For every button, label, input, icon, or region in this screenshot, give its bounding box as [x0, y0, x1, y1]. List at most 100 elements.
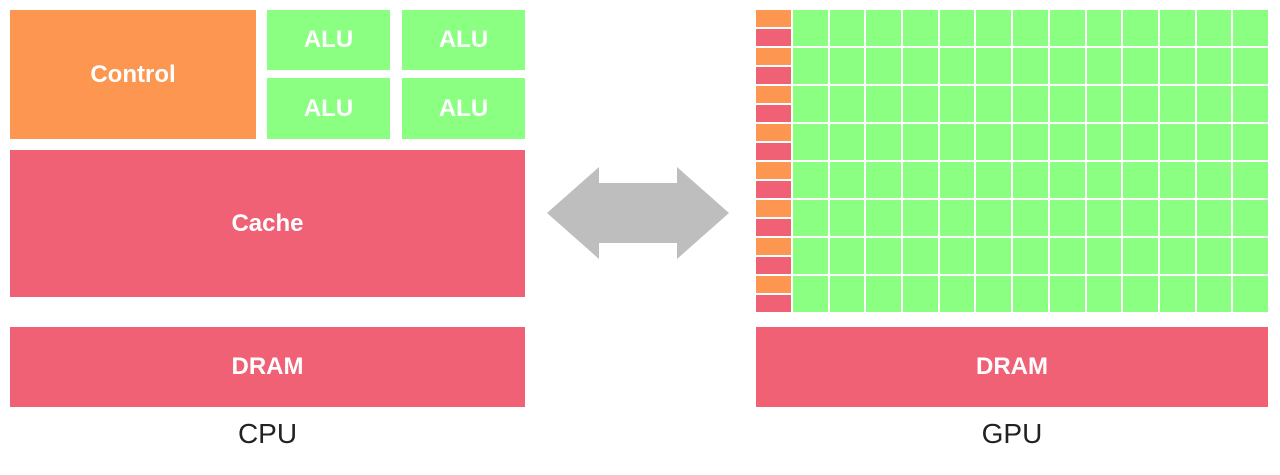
- gpu-alu-cell: [1233, 162, 1268, 198]
- gpu-alu-cell: [1123, 238, 1158, 274]
- gpu-alu-cell: [1013, 276, 1048, 312]
- gpu-alu-cell: [903, 276, 938, 312]
- gpu-alu-cell: [939, 162, 975, 198]
- gpu-alu-cell: [1159, 162, 1195, 198]
- gpu-alu-cell: [1233, 86, 1268, 122]
- gpu-alu-cell: [1233, 276, 1268, 312]
- gpu-alu-cell: [939, 276, 975, 312]
- gpu-alu-cell: [1123, 162, 1158, 198]
- gpu-alu-cell: [866, 162, 902, 198]
- gpu-alu-cell: [1013, 86, 1048, 122]
- gpu-alu-cell: [1013, 124, 1048, 160]
- cpu-cache-block: Cache: [10, 150, 525, 297]
- gpu-alu-cell: [1159, 48, 1195, 84]
- gpu-cache-cell: [756, 219, 791, 236]
- gpu-alu-cell: [793, 162, 828, 198]
- cpu-alu-label: ALU: [438, 94, 489, 122]
- gpu-alu-cell: [829, 200, 865, 236]
- gpu-alu-cell: [1086, 162, 1122, 198]
- gpu-alu-cell: [1233, 10, 1268, 46]
- gpu-alu-cell: [976, 162, 1012, 198]
- gpu-alu-cell: [1123, 276, 1158, 312]
- gpu-alu-cell: [1049, 200, 1085, 236]
- gpu-alu-cell: [866, 276, 902, 312]
- gpu-alu-cell: [1086, 48, 1122, 84]
- gpu-caption: GPU: [981, 418, 1043, 449]
- gpu-control-cell: [756, 200, 791, 217]
- gpu-alu-cell: [793, 276, 828, 312]
- gpu-control-cell: [756, 86, 791, 103]
- gpu-alu-cell: [1159, 86, 1195, 122]
- cpu-alu-block: ALU: [267, 10, 390, 70]
- gpu-alu-cell: [866, 86, 902, 122]
- gpu-control-cell: [756, 162, 791, 179]
- gpu-alu-cell: [1013, 238, 1048, 274]
- gpu-cache-cell: [756, 181, 791, 198]
- cpu-dram-block: DRAM: [10, 327, 525, 407]
- gpu-cache-cell: [756, 295, 791, 312]
- gpu-control-cell: [756, 10, 791, 27]
- gpu-alu-cell: [1049, 276, 1085, 312]
- cpu-dram-label: DRAM: [231, 353, 304, 380]
- gpu-alu-cell: [1159, 238, 1195, 274]
- gpu-dram-label: DRAM: [976, 353, 1048, 380]
- gpu-alu-cell: [1013, 162, 1048, 198]
- gpu-alu-cell: [829, 10, 865, 46]
- gpu-alu-cell: [1123, 86, 1158, 122]
- gpu-alu-cell: [1086, 86, 1122, 122]
- gpu-alu-cell: [1013, 10, 1048, 46]
- gpu-cache-cell: [756, 143, 791, 160]
- gpu-alu-cell: [1196, 124, 1232, 160]
- gpu-alu-cell: [1123, 10, 1158, 46]
- gpu-alu-cell: [1123, 200, 1158, 236]
- gpu-alu-cell: [939, 200, 975, 236]
- arrow-shape: [547, 167, 729, 259]
- gpu-alu-cell: [793, 238, 828, 274]
- gpu-alu-cell: [866, 238, 902, 274]
- gpu-alu-cell: [829, 238, 865, 274]
- gpu-alu-cell: [793, 86, 828, 122]
- gpu-alu-cell: [1049, 162, 1085, 198]
- gpu-alu-cell: [866, 48, 902, 84]
- gpu-alu-cell: [1086, 124, 1122, 160]
- gpu-alu-cell: [976, 86, 1012, 122]
- gpu-alu-cell: [1233, 238, 1268, 274]
- gpu-alu-cell: [1086, 238, 1122, 274]
- cpu-alu-label: ALU: [303, 26, 354, 53]
- gpu-alu-cell: [976, 200, 1012, 236]
- gpu-alu-cell: [1013, 48, 1048, 84]
- gpu-cache-cell: [756, 105, 791, 122]
- gpu-alu-cell: [1196, 10, 1232, 46]
- gpu-alu-cell: [1196, 276, 1232, 312]
- gpu-alu-cell: [829, 86, 865, 122]
- gpu-alu-cell: [1013, 200, 1048, 236]
- gpu-alu-cell: [1196, 162, 1232, 198]
- gpu-alu-cell: [939, 86, 975, 122]
- gpu-alu-cell: [939, 10, 975, 46]
- cpu-control-label: Control: [90, 60, 176, 88]
- gpu-alu-cell: [1086, 276, 1122, 312]
- gpu-alu-cell: [866, 10, 902, 46]
- gpu-alu-cell: [903, 48, 938, 84]
- gpu-control-cell: [756, 48, 791, 65]
- gpu-control-cell: [756, 124, 791, 141]
- gpu-alu-cell: [903, 238, 938, 274]
- gpu-alu-cell: [1196, 86, 1232, 122]
- gpu-alu-cell: [903, 124, 938, 160]
- cpu-alu-label: ALU: [438, 26, 489, 53]
- gpu-alu-cell: [829, 276, 865, 312]
- gpu-alu-cell: [1196, 48, 1232, 84]
- gpu-alu-cell: [939, 48, 975, 84]
- double-headed-arrow-icon: [547, 167, 729, 259]
- gpu-dram-block: DRAM: [756, 327, 1268, 407]
- gpu-alu-cell: [939, 238, 975, 274]
- gpu-alu-cell: [1196, 200, 1232, 236]
- gpu-alu-cell: [1159, 200, 1195, 236]
- cpu-control-block: Control: [10, 10, 256, 139]
- gpu-control-cell: [756, 276, 791, 293]
- gpu-alu-cell: [939, 124, 975, 160]
- gpu-alu-cell: [1049, 48, 1085, 84]
- gpu-control-cell: [756, 238, 791, 255]
- gpu-alu-cell: [1233, 124, 1268, 160]
- gpu-alu-cell: [793, 10, 828, 46]
